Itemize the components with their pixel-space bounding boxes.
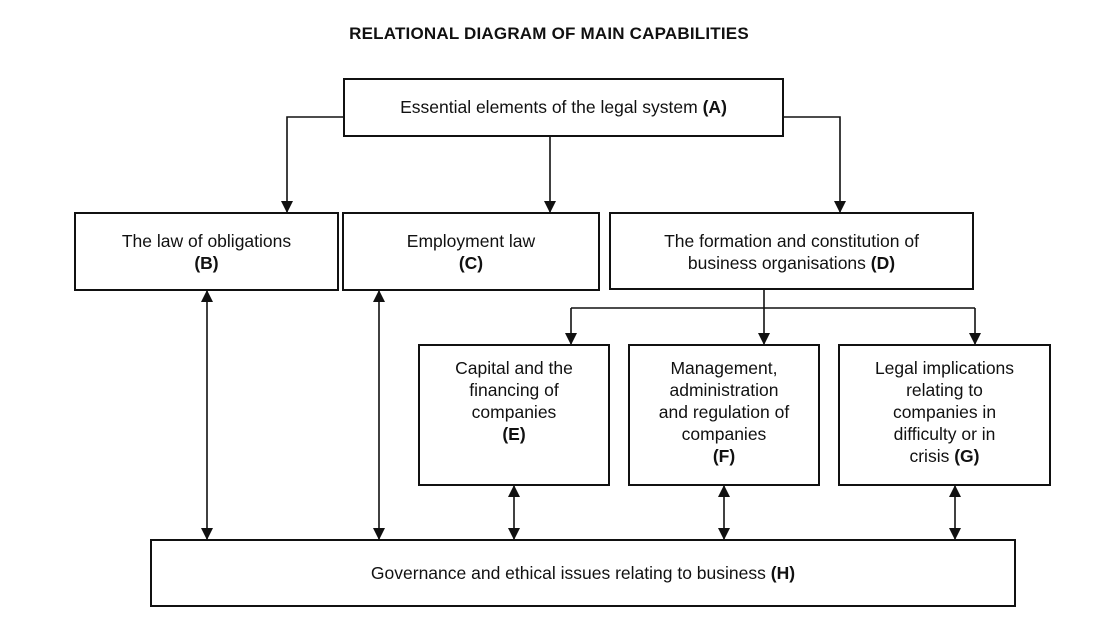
- diagram-title: RELATIONAL DIAGRAM OF MAIN CAPABILITIES: [349, 24, 749, 43]
- node-e-line2: financing of: [469, 380, 559, 400]
- node-f-line1: Management,: [670, 358, 778, 378]
- node-g-line4: difficulty or in: [893, 424, 996, 444]
- node-b-label: (B): [194, 253, 219, 273]
- node-c-text: Employment law: [406, 231, 536, 251]
- node-g-line3: companies in: [892, 402, 997, 422]
- node-d-line2: business organisations: [687, 253, 866, 273]
- node-e-line3: companies: [471, 402, 557, 422]
- node-a-text: Essential elements of the legal system: [400, 97, 698, 117]
- node-e-line1: Capital and the: [455, 358, 573, 378]
- node-e: Capital and the financing of companies (…: [418, 344, 610, 486]
- node-a: Essential elements of the legal system (…: [343, 78, 784, 137]
- edge-a-d: [784, 116, 846, 213]
- node-a-label: (A): [702, 97, 727, 117]
- node-c-label: (C): [458, 253, 484, 273]
- node-f-line2: administration: [669, 380, 779, 400]
- node-g: Legal implications relating to companies…: [838, 344, 1051, 486]
- node-g-line2: relating to: [906, 380, 983, 400]
- node-b-text: The law of obligations: [121, 231, 292, 251]
- node-g-label: (G): [954, 446, 980, 466]
- edge-a-b: [281, 116, 343, 213]
- node-f-label: (F): [712, 446, 736, 466]
- node-h-label: (H): [770, 563, 796, 583]
- node-f: Management, administration and regulatio…: [628, 344, 820, 486]
- node-e-label: (E): [502, 424, 526, 444]
- node-h: Governance and ethical issues relating t…: [150, 539, 1016, 607]
- node-d-line1: The formation and constitution of: [664, 231, 919, 251]
- node-c: Employment law (C): [342, 212, 600, 291]
- node-d-label: (D): [870, 253, 896, 273]
- node-g-line5: crisis: [909, 446, 950, 466]
- node-d: The formation and constitution of busine…: [609, 212, 974, 290]
- node-g-line1: Legal implications: [874, 358, 1015, 378]
- node-f-line4: companies: [681, 424, 767, 444]
- node-b: The law of obligations (B): [74, 212, 339, 291]
- node-f-line3: and regulation of: [658, 402, 790, 422]
- node-h-text: Governance and ethical issues relating t…: [370, 563, 766, 583]
